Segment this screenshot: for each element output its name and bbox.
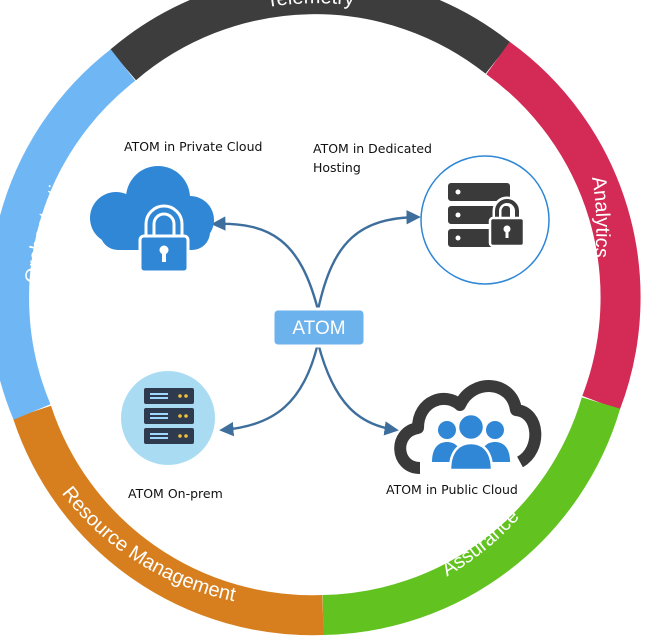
- dedicated-hosting-label-line2: Hosting: [313, 160, 361, 175]
- ring-segment-resource-management: [12, 405, 324, 636]
- node-private-cloud: ATOM in Private Cloud: [90, 139, 262, 274]
- hub-label: ATOM: [292, 318, 345, 339]
- connector-dedicated-hosting: [316, 210, 421, 311]
- on-prem-label: ATOM On-prem: [128, 486, 223, 501]
- connector-private-cloud: [211, 216, 320, 311]
- connector-public-cloud: [316, 342, 399, 436]
- hub: ATOM: [271, 307, 367, 348]
- dedicated-hosting-label-line1: ATOM in Dedicated: [313, 141, 432, 156]
- public-cloud-label: ATOM in Public Cloud: [386, 482, 518, 497]
- node-public-cloud: ATOM in Public Cloud: [386, 380, 542, 497]
- cloud-lock-icon: [90, 166, 214, 274]
- ring-segment-analytics: [486, 41, 641, 411]
- cloud-users-icon: [394, 380, 542, 474]
- server-lock-icon: [420, 155, 550, 285]
- connector-on-prem: [219, 342, 320, 437]
- ring-segment-telemetry: [110, 0, 511, 81]
- connectors: [211, 210, 421, 437]
- server-rack-icon: [121, 371, 215, 465]
- ring-segment-orchestration: [0, 49, 136, 420]
- hub-box: [271, 307, 367, 348]
- private-cloud-label: ATOM in Private Cloud: [124, 139, 262, 154]
- ring-segment-assurance: [322, 397, 621, 635]
- node-dedicated-hosting: ATOM in Dedicated Hosting: [313, 141, 550, 285]
- node-on-prem: ATOM On-prem: [121, 371, 223, 501]
